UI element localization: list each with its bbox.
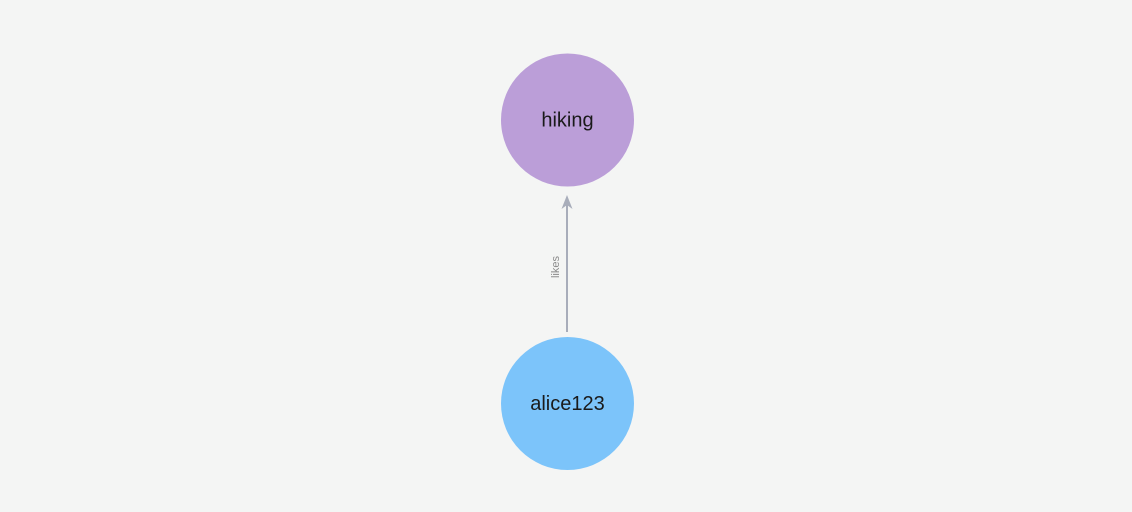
arrowhead-icon (561, 195, 573, 209)
edge-label-likes: likes (550, 256, 562, 279)
graph-node-alice123[interactable]: alice123 (501, 337, 634, 470)
node-circle-alice123[interactable] (501, 337, 634, 470)
node-circle-hiking[interactable] (501, 53, 634, 187)
graph-edge-alice123-likes-hiking[interactable]: likes (550, 195, 573, 332)
graph-node-hiking[interactable]: hiking (501, 53, 634, 187)
